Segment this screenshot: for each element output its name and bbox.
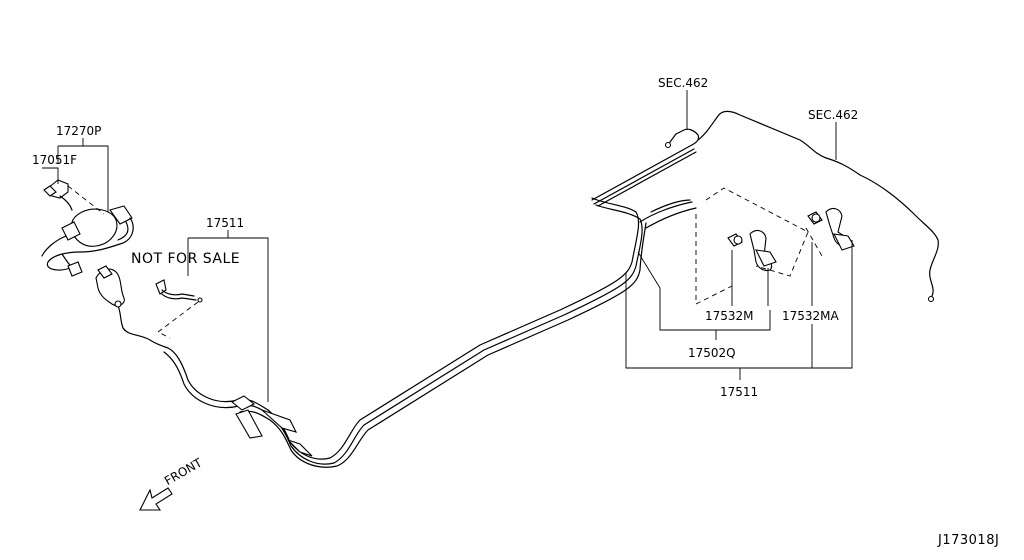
label-sec462-b: SEC.462 — [808, 108, 859, 122]
not-for-sale-part — [155, 279, 203, 303]
dashed-association-lines — [67, 185, 823, 339]
fuel-tube-branch — [639, 201, 697, 229]
quick-connector-17532ma — [807, 207, 855, 251]
label-sec462-a: SEC.462 — [658, 76, 709, 90]
leader-lines — [42, 90, 853, 402]
quick-connector-17532m — [727, 229, 777, 272]
label-17511-left: 17511 — [206, 216, 245, 230]
fuel-tube-left-run — [117, 305, 169, 349]
fuel-tube-lower — [239, 199, 691, 468]
label-17502q: 17502Q — [688, 346, 736, 360]
tube-clamps — [230, 395, 313, 457]
sec462-tube-a — [591, 110, 939, 303]
main-fuel-tube-bundle — [117, 197, 697, 468]
label-17511-right: 17511 — [720, 385, 759, 399]
drawing-id: J173018J — [938, 533, 1000, 548]
front-arrow-icon — [139, 487, 173, 511]
connector-left — [95, 268, 125, 307]
label-17532m: 17532M — [705, 309, 754, 323]
label-17532ma: 17532MA — [782, 309, 839, 323]
fuel-tube-upper — [167, 197, 640, 460]
label-17270p: 17270P — [56, 124, 102, 138]
canister-assembly — [41, 179, 134, 308]
canister-body-17270p — [70, 208, 118, 247]
fuel-tube-middle — [163, 204, 643, 465]
label-17051f: 17051F — [32, 153, 78, 167]
label-not-for-sale: NOT FOR SALE — [131, 251, 241, 267]
